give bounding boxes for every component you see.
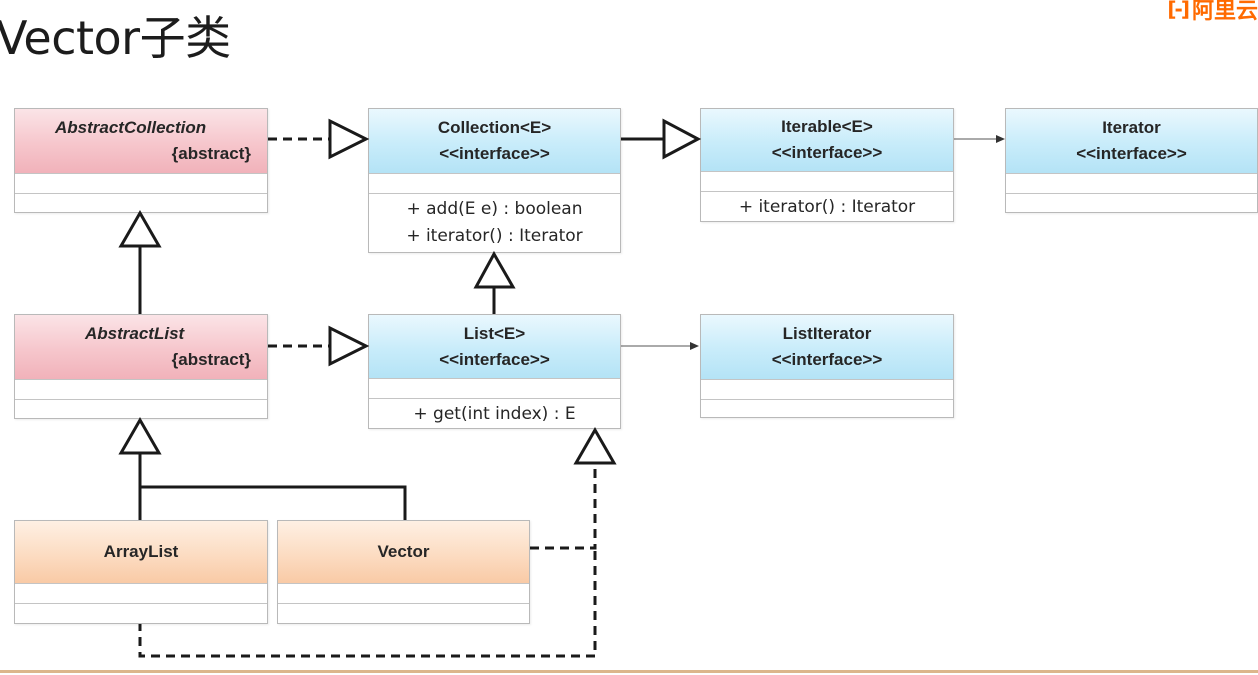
class-name: List<E>	[463, 323, 526, 343]
class-header: AbstractCollection {abstract}	[15, 109, 267, 173]
iterator-interface: Iterator <<interface>>	[1005, 108, 1258, 213]
class-header: List<E> <<interface>>	[369, 315, 620, 379]
list-interface: List<E> <<interface>> + get(int index) :…	[368, 314, 621, 429]
operations-compartment	[278, 603, 529, 623]
attributes-compartment	[701, 171, 953, 191]
attributes-compartment	[1006, 173, 1257, 193]
generalization-line	[138, 485, 407, 520]
hollow-triangle-arrowhead	[473, 250, 516, 289]
operation: + add(E e) : boolean	[406, 199, 583, 219]
slide-title: Vector子类	[0, 11, 231, 65]
hollow-triangle-arrowhead	[662, 118, 702, 160]
operations-compartment	[1006, 193, 1257, 212]
attributes-compartment	[15, 173, 267, 193]
class-name: Iterable<E>	[781, 117, 873, 137]
hollow-triangle-arrowhead	[118, 209, 162, 248]
class-stereotype: <<interface>>	[439, 349, 550, 369]
class-header: ArrayList	[15, 521, 267, 583]
class-header: Iterable<E> <<interface>>	[701, 109, 953, 172]
operations-compartment	[701, 399, 953, 417]
hollow-triangle-arrowhead	[573, 426, 617, 465]
attributes-compartment	[278, 583, 529, 603]
class-name: ArrayList	[103, 542, 179, 561]
class-stereotype: {abstract}	[171, 144, 251, 163]
attributes-compartment	[701, 379, 953, 399]
list-iterator-interface: ListIterator <<interface>>	[700, 314, 954, 418]
class-stereotype: <<interface>>	[1076, 144, 1187, 163]
collection-interface: Collection<E> <<interface>> + add(E e) :…	[368, 108, 621, 253]
class-header: Collection<E> <<interface>>	[369, 109, 620, 173]
class-stereotype: <<interface>>	[439, 144, 550, 163]
class-name: AbstractList	[85, 324, 185, 343]
class-stereotype: <<interface>>	[771, 143, 883, 163]
class-name: AbstractCollection	[55, 118, 207, 137]
array-list-class: ArrayList	[14, 520, 268, 624]
class-name: Collection<E>	[437, 118, 552, 137]
class-name: Vector	[377, 542, 430, 561]
attributes-compartment	[15, 583, 267, 603]
operations-compartment: + add(E e) : boolean + iterator() : Iter…	[369, 193, 620, 252]
attributes-compartment	[369, 378, 620, 398]
operation: + iterator() : Iterator	[406, 226, 583, 246]
hollow-triangle-arrowhead	[328, 118, 370, 160]
class-stereotype: <<interface>>	[771, 350, 883, 369]
aliyun-logo-text: 阿里云	[1191, 0, 1258, 24]
class-name: Iterator	[1102, 118, 1161, 137]
aliyun-logo: [-] 阿里云	[1167, 0, 1258, 24]
slide-bottom-rule	[0, 670, 1258, 673]
class-header: AbstractList {abstract}	[15, 315, 267, 379]
class-header: Vector	[278, 521, 529, 583]
operation: + get(int index) : E	[413, 404, 576, 424]
open-arrowhead	[690, 342, 699, 350]
operations-compartment: + iterator() : Iterator	[701, 191, 953, 221]
open-arrowhead	[996, 135, 1005, 143]
attributes-compartment	[15, 379, 267, 399]
operations-compartment	[15, 603, 267, 623]
abstract-list-class: AbstractList {abstract}	[14, 314, 268, 419]
operations-compartment: + get(int index) : E	[369, 398, 620, 428]
realization-line	[138, 548, 597, 658]
attributes-compartment	[369, 173, 620, 193]
class-header: Iterator <<interface>>	[1006, 109, 1257, 173]
vector-class: Vector	[277, 520, 530, 624]
operation: + iterator() : Iterator	[738, 197, 916, 217]
realization-line	[530, 463, 597, 550]
iterable-interface: Iterable<E> <<interface>> + iterator() :…	[700, 108, 954, 222]
operations-compartment	[15, 399, 267, 418]
class-name: ListIterator	[782, 324, 872, 343]
class-stereotype: {abstract}	[171, 350, 251, 369]
class-header: ListIterator <<interface>>	[701, 315, 953, 379]
hollow-triangle-arrowhead	[328, 325, 370, 367]
operations-compartment	[15, 193, 267, 212]
hollow-triangle-arrowhead	[118, 416, 162, 455]
aliyun-logo-icon: [-]	[1167, 0, 1190, 21]
abstract-collection-class: AbstractCollection {abstract}	[14, 108, 268, 213]
